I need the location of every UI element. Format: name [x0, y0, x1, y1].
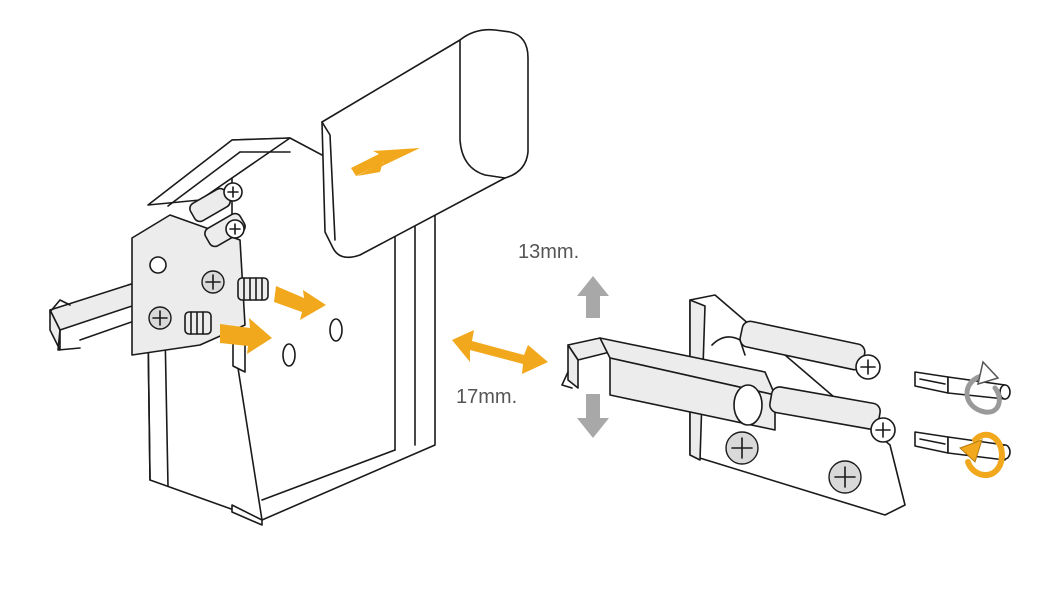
vertical-adjust-down-arrow-icon: [577, 394, 609, 438]
thread-dowel-lower: [184, 311, 212, 335]
insert-dowel-upper-arrow-icon: [274, 286, 326, 320]
detached-hinge: [561, 294, 906, 516]
drawer-front-panel: [321, 28, 529, 259]
horizontal-adjustment-label: 17mm.: [456, 386, 517, 408]
horizontal-adjust-arrow-icon: [452, 330, 548, 374]
thread-dowel-upper: [237, 277, 269, 301]
vertical-adjustment-label: 13mm.: [518, 241, 579, 263]
insert-dowel-lower-arrow-icon: [220, 318, 272, 354]
installed-hinge: [49, 182, 269, 356]
drill-hole-upper: [329, 318, 343, 342]
drill-hole-lower: [282, 343, 296, 367]
slide-front-arrow-icon: [351, 148, 420, 176]
rotate-arrow-grey-icon: [964, 360, 1002, 415]
rotate-arrow-orange-icon: [959, 431, 1005, 478]
vertical-adjust-up-arrow-icon: [577, 276, 609, 318]
